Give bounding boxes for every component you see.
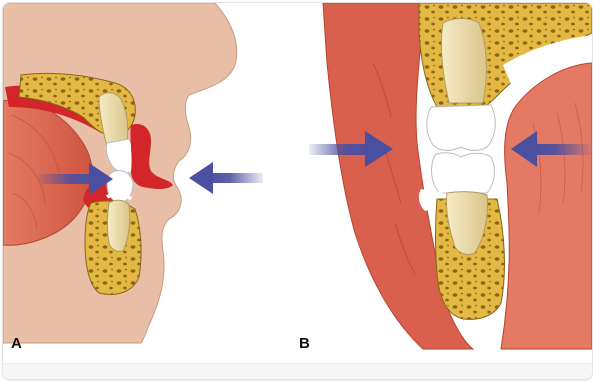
panel-a-label: A: [11, 335, 22, 352]
lower-incisor-root: [108, 200, 130, 251]
lower-molar-crown: [432, 153, 495, 193]
panel-b-illustration: [309, 3, 592, 349]
arrow-left-icon: [189, 162, 263, 194]
upper-molar-root: [441, 19, 486, 104]
panel-b-label: B: [299, 335, 310, 352]
bottom-strip: [3, 363, 592, 380]
upper-molar-crown: [427, 105, 496, 151]
compression-diagram: [3, 3, 592, 379]
tongue-muscle-right: [501, 63, 592, 349]
panel-a-illustration: [3, 3, 263, 343]
